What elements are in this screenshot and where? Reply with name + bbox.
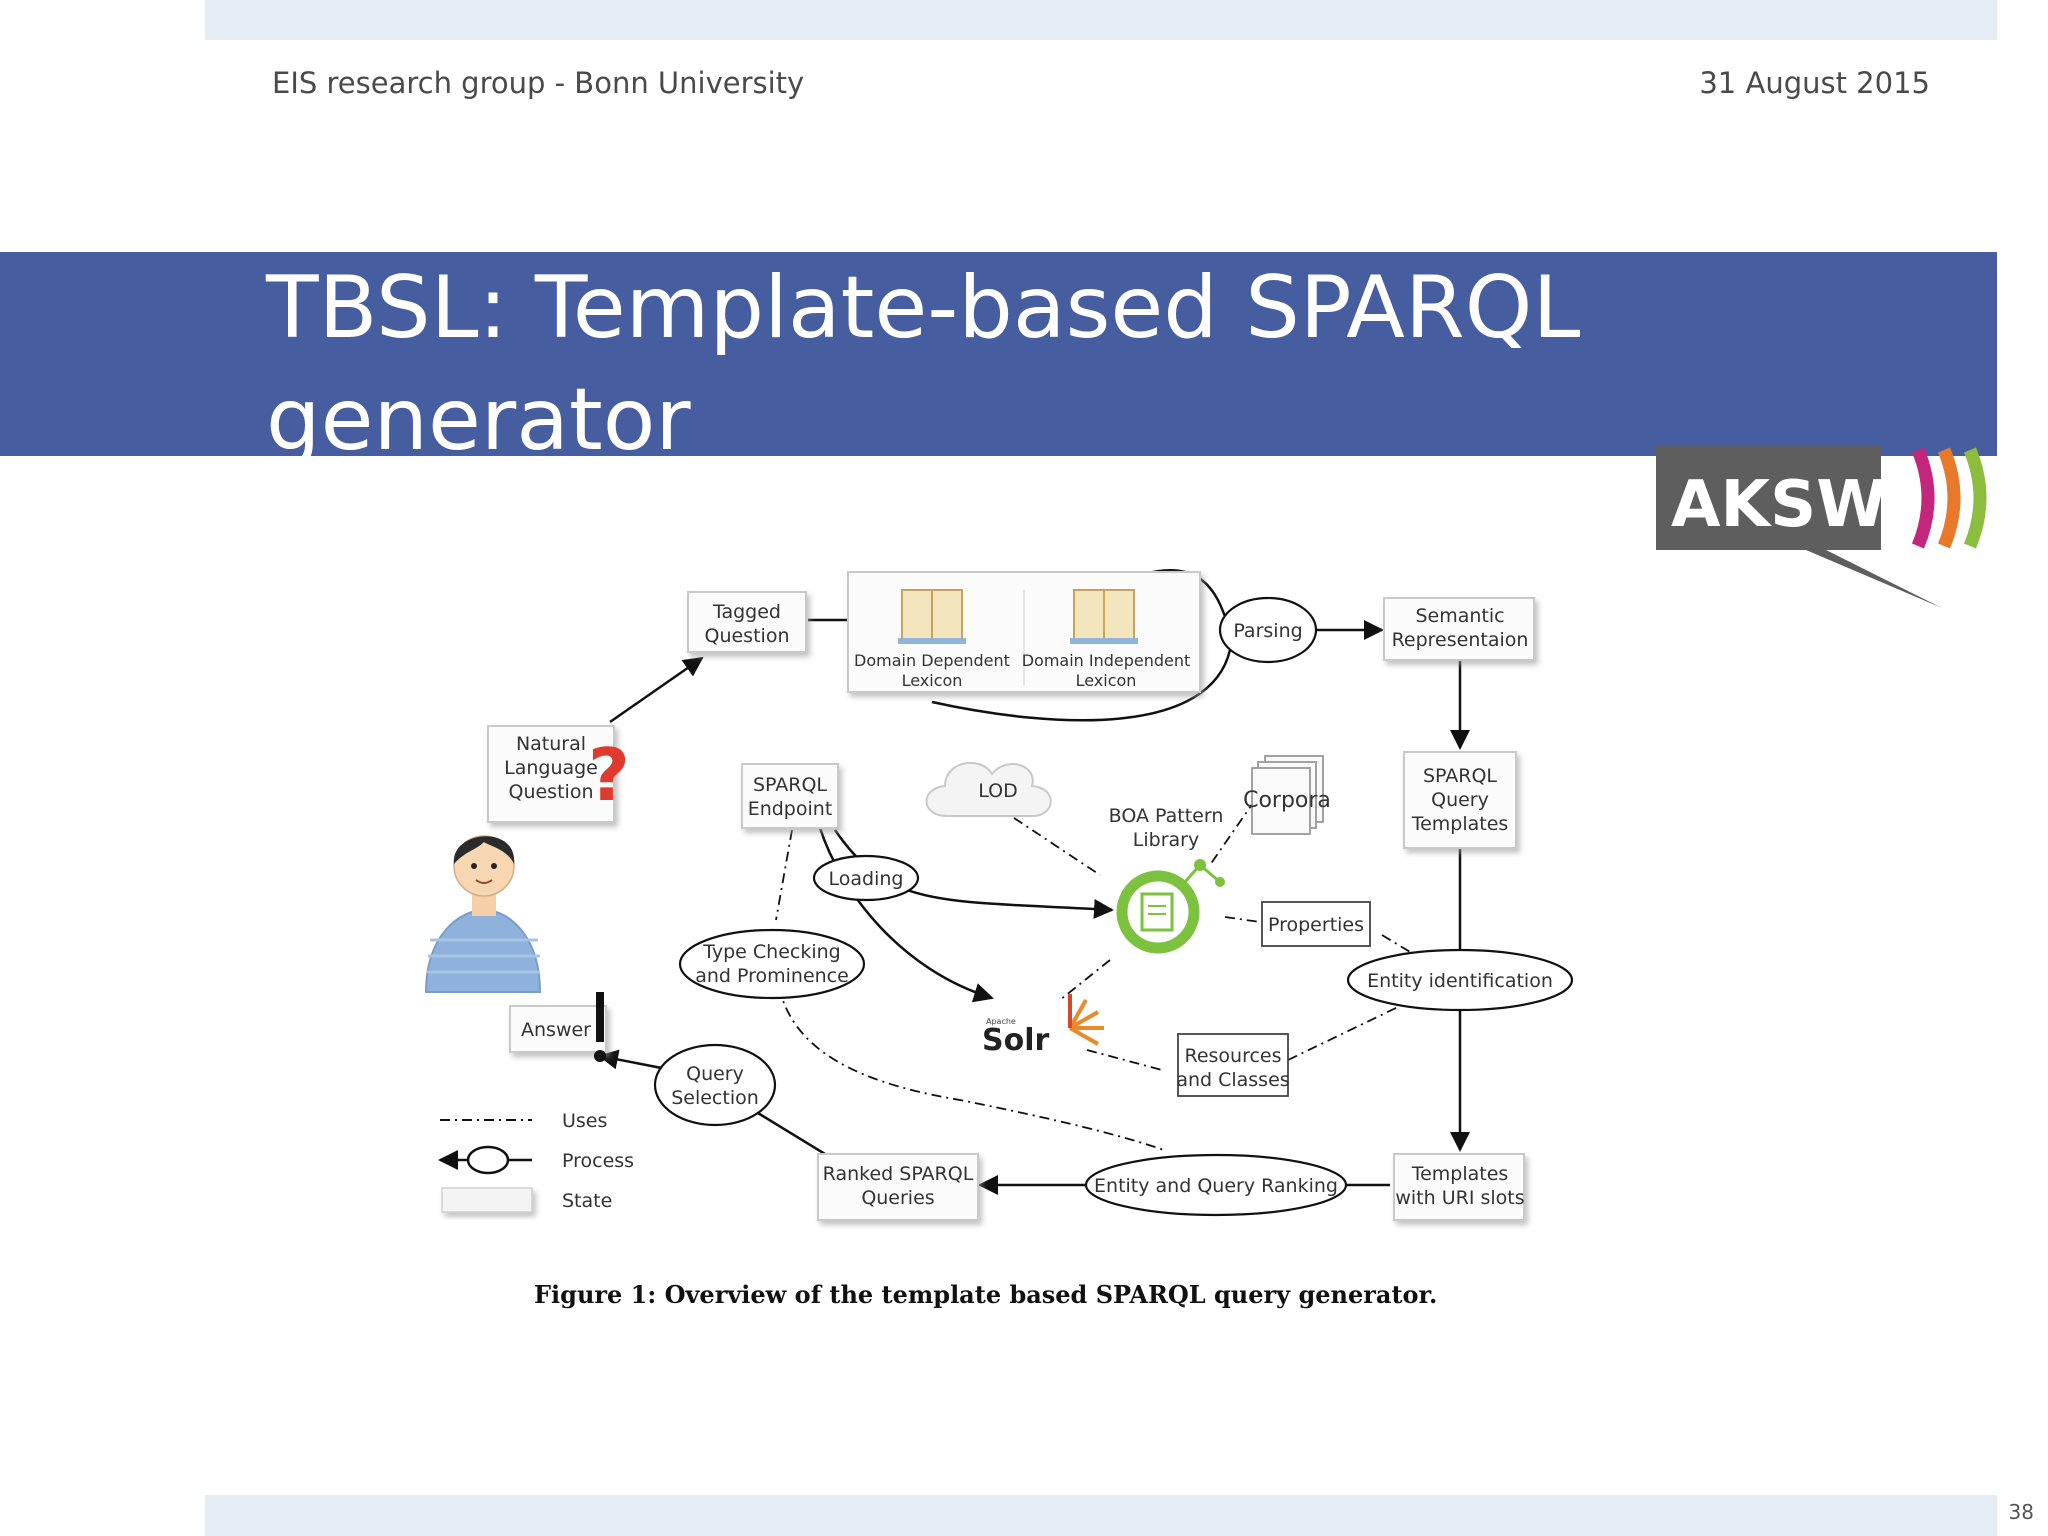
- edge-question-to-tagged: [609, 656, 704, 724]
- label-typecheck-2: and Prominence: [695, 965, 849, 987]
- solr-apache-label: Apache: [986, 1017, 1016, 1026]
- aksw-logo: AKSW: [1656, 446, 1987, 608]
- label-entity-identification: Entity identification: [1367, 970, 1553, 992]
- aksw-logo-text: AKSW: [1671, 468, 1887, 542]
- label-uri-templates-2: with URI slots: [1395, 1187, 1524, 1209]
- slide-title-line-1: TBSL: Template-based SPARQL: [266, 258, 1581, 358]
- label-domain-independent-1: Domain Independent: [1022, 651, 1191, 670]
- edge-lexicon-parsing-bottom: [931, 649, 1232, 722]
- box-sparql-templates: [1403, 751, 1517, 849]
- box-properties: [1261, 901, 1371, 947]
- label-nlq-3: Question: [509, 781, 594, 803]
- label-resources-2: and Classes: [1176, 1069, 1289, 1091]
- edge-ranked-to-selection: [752, 1108, 826, 1156]
- edge-boa-solr: [1059, 959, 1111, 1001]
- box-tagged-question: [687, 591, 807, 653]
- label-nlq-1: Natural: [516, 733, 586, 755]
- label-lod: LOD: [978, 780, 1018, 802]
- slide-title-line-2: generator: [266, 370, 691, 470]
- solr-label: Solr: [982, 1023, 1050, 1058]
- box-nl-question: [487, 725, 615, 823]
- box-resources: [1177, 1033, 1289, 1097]
- legend-uses: Uses: [562, 1110, 607, 1132]
- label-tagged-1: Tagged: [712, 601, 781, 623]
- process-parsing: [1218, 596, 1318, 664]
- label-entity-query-ranking: Entity and Query Ranking: [1094, 1175, 1338, 1197]
- label-resources-1: Resources: [1184, 1045, 1281, 1067]
- label-answer: Answer: [521, 1019, 591, 1041]
- edge-endpoint-to-solr: [818, 827, 994, 1003]
- edge-solr-resources: [1086, 1049, 1163, 1071]
- cloud-icon: [925, 761, 1052, 817]
- label-uri-templates-1: Templates: [1411, 1163, 1509, 1185]
- box-semantic-representation: [1383, 597, 1535, 661]
- book-icon: [1070, 589, 1138, 644]
- book-icon: [898, 589, 966, 644]
- label-query-selection-2: Selection: [671, 1087, 759, 1109]
- header-organization: EIS research group - Bonn University: [272, 66, 805, 100]
- label-parsing: Parsing: [1233, 620, 1302, 642]
- process-type-checking: [678, 928, 866, 1000]
- user-avatar: [424, 835, 542, 993]
- box-uri-templates: [1393, 1153, 1525, 1221]
- process-query-selection: [653, 1043, 777, 1127]
- process-entity-query-ranking: [1084, 1153, 1348, 1217]
- legend-process: Process: [562, 1150, 634, 1172]
- label-domain-dependent-2: Lexicon: [902, 671, 963, 690]
- label-tagged-2: Question: [705, 625, 790, 647]
- label-ranked-2: Queries: [861, 1187, 934, 1209]
- edge-endpoint-typecheck: [775, 829, 793, 921]
- label-nlq-2: Language: [504, 757, 598, 779]
- edge-resources-entity: [1287, 1005, 1401, 1061]
- label-ranked-1: Ranked SPARQL: [823, 1163, 974, 1185]
- label-templates-1: SPARQL: [1423, 765, 1497, 787]
- label-templates-2: Query: [1431, 789, 1489, 811]
- label-corpora: Corpora: [1243, 788, 1331, 813]
- label-domain-independent-2: Lexicon: [1076, 671, 1137, 690]
- title-band: [0, 252, 1997, 456]
- label-templates-3: Templates: [1411, 813, 1509, 835]
- question-mark-icon: ?: [588, 733, 630, 817]
- label-semantic-2: Representaion: [1392, 629, 1529, 651]
- exclamation-icon: [594, 992, 606, 1062]
- label-endpoint-2: Endpoint: [748, 798, 833, 820]
- edge-typecheck-ranking: [775, 964, 1165, 1151]
- header-date: 31 August 2015: [1699, 66, 1930, 100]
- process-loading: [812, 854, 920, 902]
- label-boa-2: Library: [1133, 829, 1199, 851]
- edge-lod-boa: [1013, 817, 1101, 876]
- slide-title: TBSL: Template-based SPARQL generator: [266, 252, 1766, 476]
- label-domain-dependent-1: Domain Dependent: [854, 651, 1010, 670]
- legend: Uses Process State: [438, 1110, 634, 1213]
- box-answer: [509, 1005, 607, 1053]
- label-boa-1: BOA Pattern: [1109, 805, 1224, 827]
- tbsl-diagram: Solr Apache ? Tagged Question Domain Dep…: [424, 569, 1574, 1221]
- box-sparql-endpoint: [741, 763, 839, 829]
- label-endpoint-1: SPARQL: [753, 774, 827, 796]
- legend-state: State: [562, 1190, 612, 1212]
- solr-logo-icon: Solr Apache: [982, 994, 1104, 1058]
- box-ranked-queries: [817, 1153, 979, 1221]
- top-band: [205, 0, 1997, 40]
- label-typecheck-1: Type Checking: [702, 941, 841, 963]
- label-query-selection-1: Query: [686, 1063, 744, 1085]
- figure-caption: Figure 1: Overview of the template based…: [534, 1280, 1438, 1309]
- label-properties: Properties: [1268, 914, 1364, 936]
- process-entity-identification: [1346, 948, 1574, 1012]
- documents-icon: [1251, 755, 1324, 835]
- bottom-band: [205, 1495, 1997, 1536]
- label-semantic-1: Semantic: [1415, 605, 1504, 627]
- slide-number: 38: [2008, 1500, 2034, 1524]
- edge-boa-properties: [1224, 916, 1261, 923]
- label-loading: Loading: [829, 868, 904, 890]
- boa-library-icon: [1116, 859, 1225, 954]
